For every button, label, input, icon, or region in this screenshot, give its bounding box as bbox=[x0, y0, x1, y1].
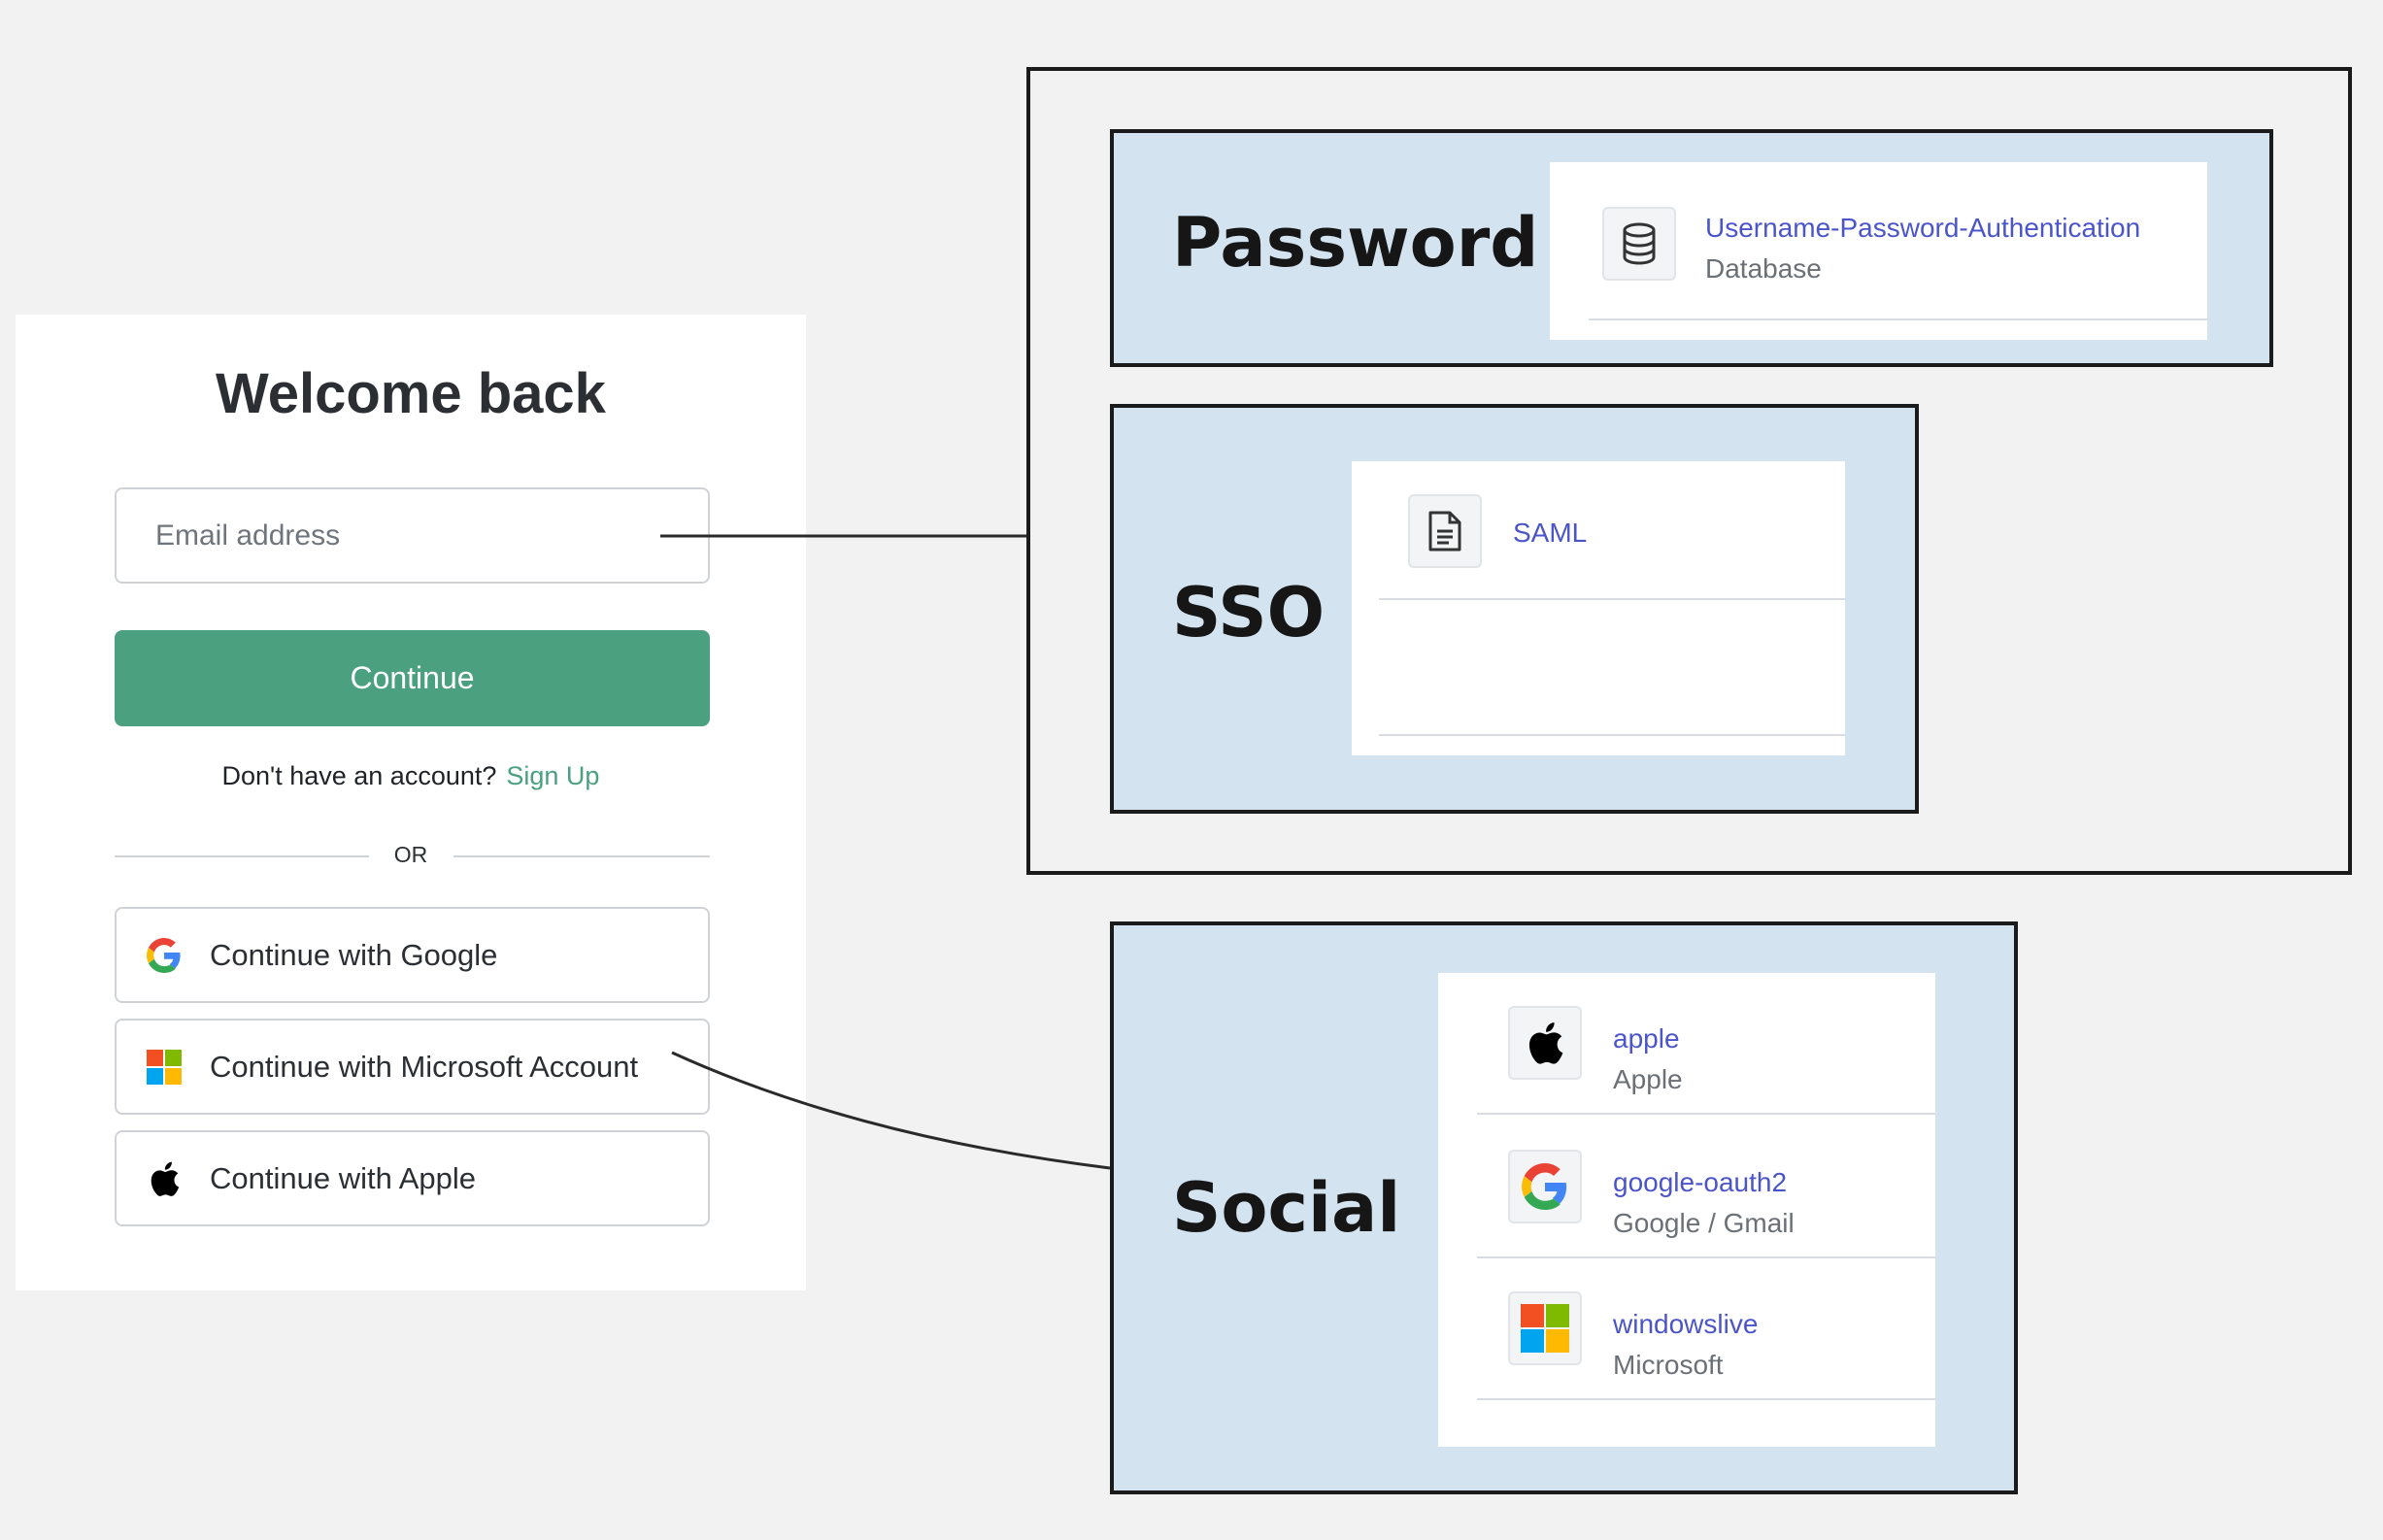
continue-button[interactable]: Continue bbox=[115, 630, 710, 726]
signup-link[interactable]: Sign Up bbox=[506, 761, 600, 790]
social-group-title: Social bbox=[1172, 1168, 1401, 1248]
password-group-title: Password bbox=[1172, 203, 1539, 283]
connection-name: SAML bbox=[1513, 518, 1588, 548]
database-icon bbox=[1602, 207, 1676, 281]
connection-provider: Microsoft bbox=[1613, 1350, 1724, 1380]
password-group: Password Username-Password-Authenticatio… bbox=[1110, 129, 2273, 367]
microsoft-button-label: Continue with Microsoft Account bbox=[210, 1049, 639, 1084]
continue-with-google-button[interactable]: Continue with Google bbox=[115, 907, 710, 1003]
social-button-to-social-group-line bbox=[671, 1051, 1111, 1170]
database-connections-frame bbox=[1026, 67, 2352, 875]
social-group: Social apple Apple bbox=[1110, 921, 2018, 1494]
list-item[interactable]: Username-Password-Authentication Databas… bbox=[1550, 162, 2207, 320]
sso-connections-panel: SAML bbox=[1352, 461, 1845, 755]
document-icon bbox=[1408, 494, 1482, 568]
list-item[interactable]: SAML bbox=[1352, 461, 1845, 600]
connection-provider: Apple bbox=[1613, 1064, 1683, 1094]
microsoft-icon bbox=[146, 1049, 183, 1086]
continue-with-apple-button[interactable]: Continue with Apple bbox=[115, 1130, 710, 1226]
row-divider bbox=[1379, 734, 1845, 736]
social-connections-panel: apple Apple google-oauth2 Google / Gmail bbox=[1438, 973, 1935, 1447]
divider-right bbox=[453, 855, 710, 857]
login-card: Welcome back Continue Don't have an acco… bbox=[16, 315, 806, 1290]
signup-prompt: Don't have an account? Sign Up bbox=[16, 761, 806, 791]
microsoft-icon bbox=[1508, 1291, 1582, 1365]
row-divider bbox=[1477, 1113, 1935, 1115]
list-item[interactable]: windowslive Microsoft bbox=[1438, 1258, 1935, 1400]
apple-icon bbox=[146, 1160, 183, 1197]
google-icon bbox=[1508, 1150, 1582, 1223]
divider-left bbox=[115, 855, 369, 857]
row-divider bbox=[1477, 1256, 1935, 1258]
password-connections-panel: Username-Password-Authentication Databas… bbox=[1550, 162, 2207, 340]
row-divider bbox=[1589, 162, 2207, 320]
connection-name: Username-Password-Authentication bbox=[1705, 213, 2141, 243]
row-divider bbox=[1477, 1398, 1935, 1400]
or-divider-text: OR bbox=[393, 842, 428, 867]
connection-name: apple bbox=[1613, 1023, 1680, 1054]
sso-group-title: SSO bbox=[1172, 573, 1326, 653]
connection-name: windowslive bbox=[1613, 1309, 1759, 1339]
no-account-text: Don't have an account? bbox=[221, 761, 497, 790]
connection-name: google-oauth2 bbox=[1613, 1167, 1788, 1197]
connection-type: Database bbox=[1705, 253, 1822, 284]
continue-with-microsoft-button[interactable]: Continue with Microsoft Account bbox=[115, 1019, 710, 1115]
apple-icon bbox=[1508, 1006, 1582, 1080]
google-button-label: Continue with Google bbox=[210, 937, 498, 972]
row-divider bbox=[1379, 461, 1845, 600]
list-item[interactable]: apple Apple bbox=[1438, 973, 1935, 1115]
google-icon bbox=[146, 937, 183, 974]
sso-group: SSO SAML bbox=[1110, 404, 1919, 814]
page-title: Welcome back bbox=[216, 362, 606, 425]
apple-button-label: Continue with Apple bbox=[210, 1160, 477, 1195]
list-item[interactable]: google-oauth2 Google / Gmail bbox=[1438, 1117, 1935, 1258]
connection-provider: Google / Gmail bbox=[1613, 1208, 1795, 1238]
